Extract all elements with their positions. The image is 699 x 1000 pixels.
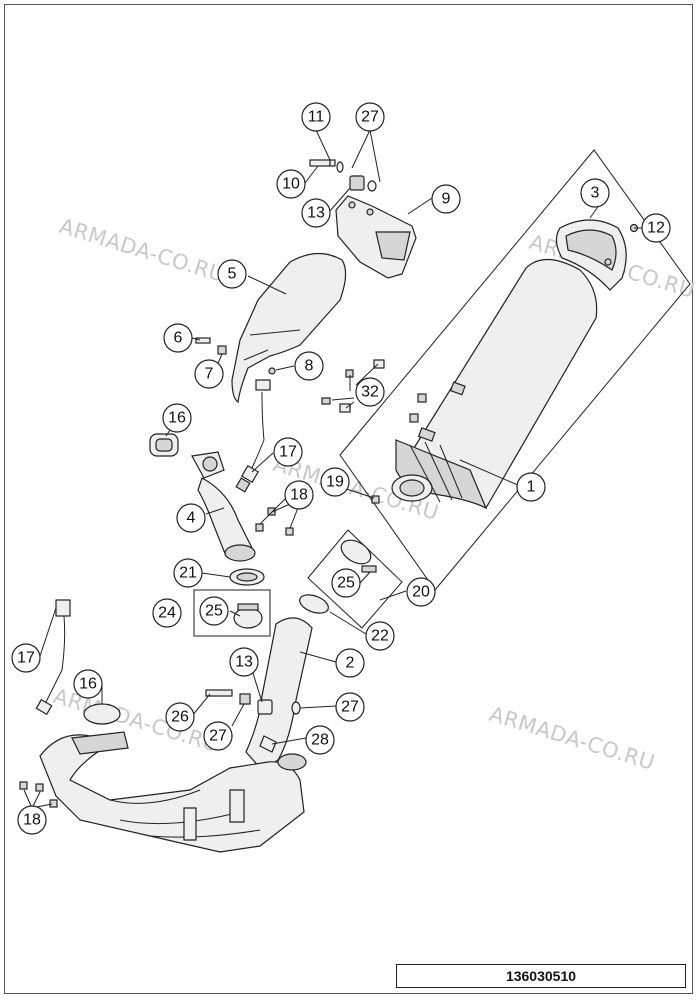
callout-9: 9 [431,184,461,214]
clamp-kit-frame-20 [307,529,403,629]
middle-mount-hardware [205,689,301,753]
callout-26: 26 [165,702,195,732]
callout-16-upper: 16 [162,403,192,433]
nuts-lower [19,781,58,808]
nuts-upper [255,495,380,536]
callout-17-upper: 17 [273,437,303,467]
callout-20: 20 [406,577,436,607]
svg-text:27: 27 [209,728,227,745]
svg-text:18: 18 [23,812,41,829]
callout-19: 19 [320,467,350,497]
svg-text:16: 16 [168,410,186,427]
callout-5: 5 [217,259,247,289]
callout-17-lower: 17 [11,643,41,673]
callout-18-lower: 18 [17,805,47,835]
callout-22: 22 [365,621,395,651]
svg-text:25: 25 [205,603,223,620]
svg-text:3: 3 [591,185,600,202]
svg-text:22: 22 [371,628,389,645]
o2-sensor-upper [235,379,271,493]
svg-text:8: 8 [305,358,314,375]
callout-25-left: 25 [199,596,229,626]
callout-6: 6 [163,323,193,353]
callout-21: 21 [173,558,203,588]
manifold-group [39,617,313,853]
svg-text:10: 10 [282,176,300,193]
document-number: 136030510 [396,964,686,988]
callout-3: 3 [580,178,610,208]
svg-text:11: 11 [308,109,325,126]
drawing-frame [4,4,693,994]
callout-18-upper: 18 [284,480,314,510]
svg-text:5: 5 [228,266,237,283]
svg-text:17: 17 [279,444,297,461]
watermark-1: ARMADA-CO.RU [57,214,228,287]
callout-27-middle-left: 27 [203,721,233,751]
svg-text:27: 27 [361,109,379,126]
svg-text:24: 24 [158,605,176,622]
leader-lines [23,129,642,809]
callout-13-middle: 13 [229,647,259,677]
seal-ring-22 [299,594,329,614]
svg-text:4: 4 [187,510,196,527]
callout-27-top: 27 [355,102,385,132]
callout-1: 1 [516,472,546,502]
svg-text:7: 7 [205,366,214,383]
svg-text:9: 9 [442,191,451,208]
callout-4: 4 [176,503,206,533]
callout-13-top: 13 [301,198,331,228]
callout-16-lower: 16 [73,669,103,699]
svg-text:20: 20 [412,584,430,601]
svg-text:1: 1 [527,479,536,496]
callout-11: 11 [301,102,331,132]
watermark-4: ARMADA-CO.RU [487,702,658,775]
svg-text:17: 17 [17,650,35,667]
svg-text:18: 18 [290,487,308,504]
callout-2: 2 [335,648,365,678]
svg-text:21: 21 [179,565,197,582]
top-mount-hardware [309,159,377,192]
callout-28: 28 [305,725,335,755]
svg-text:16: 16 [79,676,97,693]
callout-32: 32 [355,377,385,407]
o2-sensor-lower [35,599,71,716]
callout-25-right: 25 [331,568,361,598]
svg-text:26: 26 [171,709,189,726]
callout-27-middle-right: 27 [335,692,365,722]
clips-group [321,359,385,413]
clamp-kit-frame [193,589,271,637]
svg-text:28: 28 [311,732,329,749]
svg-text:32: 32 [361,384,379,401]
svg-text:27: 27 [341,699,359,716]
callout-8: 8 [294,351,324,381]
svg-text:13: 13 [307,205,325,222]
callout-12: 12 [641,213,671,243]
heat-shield-group [231,252,347,404]
callouts: 1 2 3 4 5 6 7 8 9 10 11 12 13 13 16 16 1… [11,102,671,835]
svg-text:12: 12 [647,220,665,237]
svg-text:19: 19 [326,474,344,491]
svg-text:13: 13 [235,654,253,671]
bracket-group [335,195,417,279]
svg-text:6: 6 [174,330,183,347]
callout-24: 24 [152,598,182,628]
svg-text:2: 2 [346,655,355,672]
header-pipe-upper [191,451,256,562]
svg-text:25: 25 [337,575,355,592]
callout-10: 10 [276,169,306,199]
muffler-group [339,149,691,591]
gasket-lower [83,703,121,725]
callout-7: 7 [194,359,224,389]
